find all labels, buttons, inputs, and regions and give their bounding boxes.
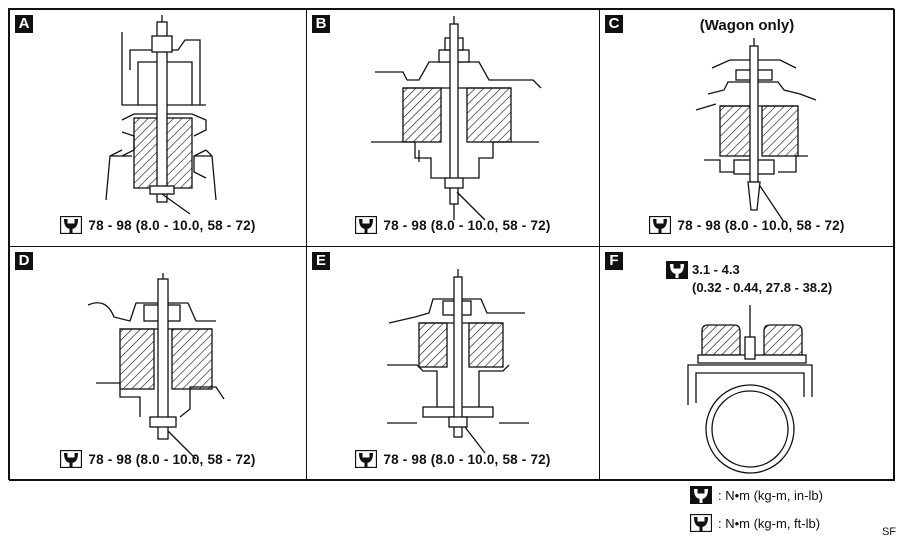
torque-conversion: (0.32 - 0.44, 27.8 - 38.2) <box>692 280 833 295</box>
mount-drawing-b <box>371 16 542 221</box>
torque-ftlb-icon <box>649 216 671 234</box>
torque-caption: 78 - 98 (8.0 - 10.0, 58 - 72) <box>10 216 306 234</box>
panel-f: F 3.1 - 4.3 (0.32 - 0.44, 27.8 - 38.2) <box>599 246 895 481</box>
torque-inlb-icon <box>690 486 712 504</box>
panel-b: B <box>306 9 600 247</box>
torque-ftlb-icon <box>60 216 82 234</box>
torque-ftlb-icon <box>60 450 82 468</box>
panel-letter: D <box>15 252 33 270</box>
panel-c: C (Wagon only) <box>599 9 895 247</box>
legend-inlb: : N•m (kg-m, in-lb) <box>690 486 823 504</box>
panel-letter: B <box>312 15 330 33</box>
torque-value: 3.1 - 4.3 <box>692 262 740 277</box>
torque-ftlb-icon <box>690 514 712 532</box>
torque-caption: 78 - 98 (8.0 - 10.0, 58 - 72) <box>600 216 894 234</box>
diagram-grid: A <box>8 8 895 481</box>
torque-ftlb-icon <box>355 450 377 468</box>
panel-d: D 78 - 98 (8.0 - 10.0, 58 - 72 <box>9 246 307 481</box>
torque-spec: 3.1 - 4.3 (0.32 - 0.44, 27.8 - 38.2) <box>692 261 832 297</box>
wagon-note: (Wagon only) <box>699 17 795 34</box>
panel-letter: A <box>15 15 33 33</box>
torque-caption: 78 - 98 (8.0 - 10.0, 58 - 72) <box>307 216 599 234</box>
torque-caption: 78 - 98 (8.0 - 10.0, 58 - 72) <box>307 450 599 468</box>
reference-code: SF <box>881 526 896 538</box>
bracket-drawing-f <box>687 305 813 474</box>
mount-drawing-d <box>87 273 225 460</box>
panel-letter: F <box>605 252 623 270</box>
panel-e: E 7 <box>306 246 600 481</box>
panel-a: A <box>9 9 307 247</box>
torque-caption: 78 - 98 (8.0 - 10.0, 58 - 72) <box>10 450 306 468</box>
mount-drawing-a <box>105 15 217 215</box>
mount-drawing-c <box>695 38 817 223</box>
legend-ftlb: : N•m (kg-m, ft-lb) <box>690 514 820 532</box>
panel-letter: C <box>605 15 623 33</box>
mount-drawing-e <box>387 269 529 454</box>
panel-letter: E <box>312 252 330 270</box>
torque-ftlb-icon <box>355 216 377 234</box>
